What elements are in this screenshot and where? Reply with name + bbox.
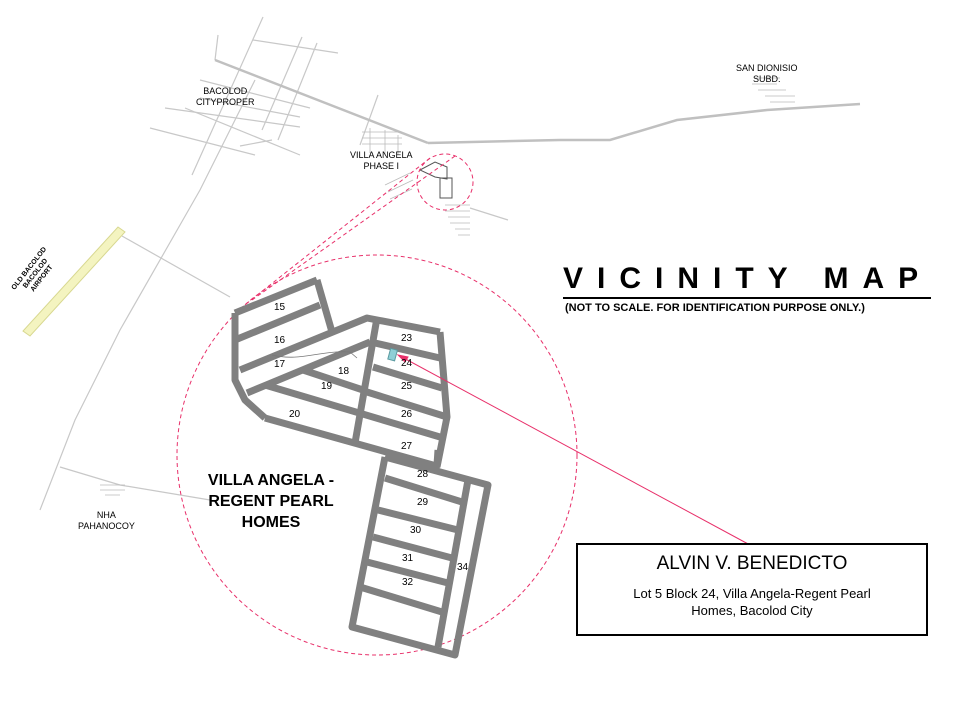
owner-info-box: ALVIN V. BENEDICTO Lot 5 Block 24, Villa… — [576, 543, 928, 636]
subdivision-sketches — [100, 77, 795, 496]
main-roads — [214, 58, 861, 145]
pointer-arrow — [396, 354, 751, 546]
block-label: 24 — [401, 358, 413, 369]
map-subtitle: (NOT TO SCALE. FOR IDENTIFICATION PURPOS… — [565, 302, 865, 314]
callout-circles — [176, 153, 578, 656]
block-label: 34 — [457, 562, 469, 573]
block-label: 15 — [274, 302, 286, 313]
block-label: 29 — [417, 497, 429, 508]
block-label: 18 — [338, 366, 350, 377]
phase1-blocks — [418, 161, 453, 199]
block-label: 26 — [401, 409, 413, 420]
block-label: 20 — [289, 409, 301, 420]
block-label: 25 — [401, 381, 413, 392]
subdivision-roads — [231, 276, 492, 659]
block-label: 28 — [417, 469, 429, 480]
title-underline — [563, 297, 931, 299]
map-title: VICINITY MAP — [563, 262, 933, 295]
creek — [271, 351, 358, 359]
block-label: 19 — [321, 381, 333, 392]
block-label: 30 — [410, 525, 422, 536]
block-label: 32 — [402, 577, 414, 588]
block-label: 17 — [274, 359, 286, 370]
old-airport-runway — [22, 226, 126, 337]
owner-name: ALVIN V. BENEDICTO — [656, 553, 848, 574]
block-label: 31 — [402, 553, 414, 564]
block-label: 23 — [401, 333, 413, 344]
highlighted-lot — [387, 347, 399, 362]
owner-address: Lot 5 Block 24, Villa Angela-Regent Pear… — [633, 586, 871, 618]
block-label: 27 — [401, 441, 413, 452]
block-label: 16 — [274, 335, 286, 346]
